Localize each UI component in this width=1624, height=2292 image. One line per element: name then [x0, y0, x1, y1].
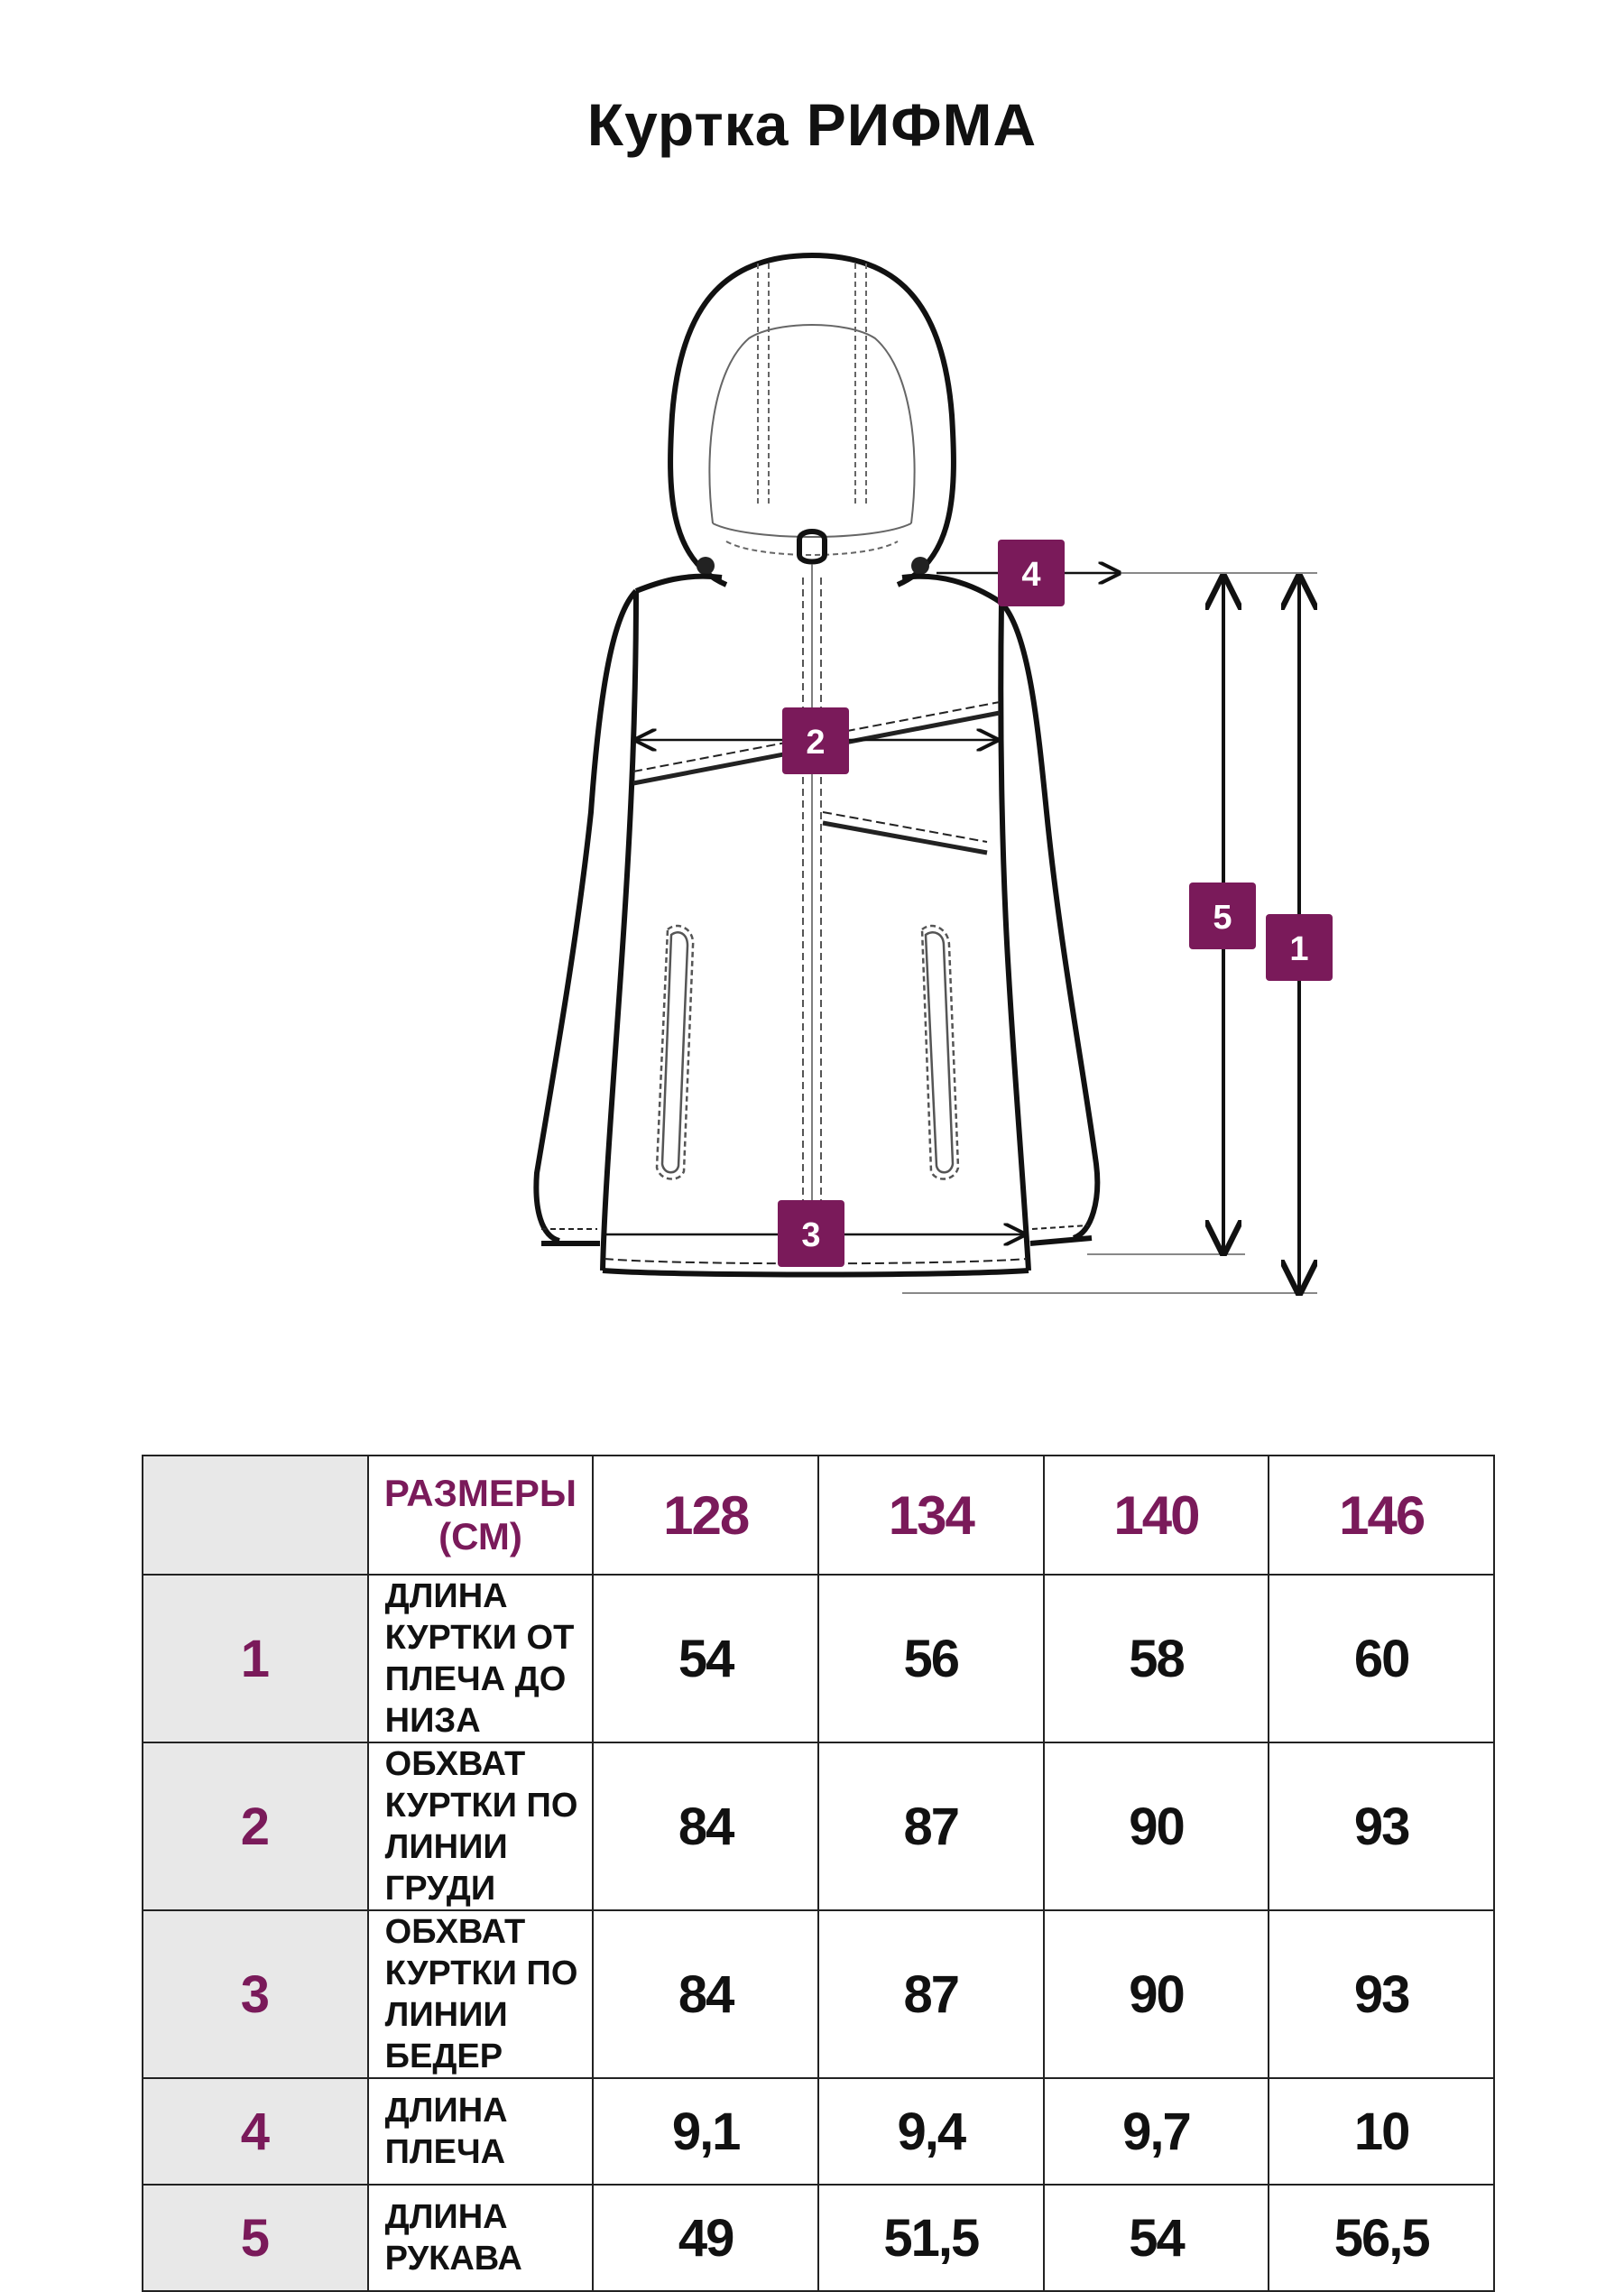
table-row: 4 ДЛИНА ПЛЕЧА 9,1 9,4 9,7 10: [142, 2077, 1495, 2186]
row-label: ОБХВАТ КУРТКИ ПО ЛИНИИ ГРУДИ: [366, 1742, 595, 1911]
row-value: 9,4: [817, 2077, 1045, 2186]
row-number: 4: [142, 2077, 369, 2186]
row-value: 84: [592, 1909, 819, 2079]
row-label: ДЛИНА КУРТКИ ОТ ПЛЕЧА ДО НИЗА: [366, 1574, 595, 1743]
size-table: РАЗМЕРЫ (СМ) 128 134 140 146 1 ДЛИНА КУР…: [142, 1455, 1495, 2292]
row-value: 54: [1042, 2184, 1270, 2292]
row-value: 9,7: [1042, 2077, 1270, 2186]
zipper-line: [802, 564, 822, 1254]
row-value: 49: [592, 2184, 819, 2292]
row-number: 1: [142, 1574, 369, 1743]
size-header: 146: [1268, 1455, 1495, 1576]
row-value: 90: [1042, 1909, 1270, 2079]
table-row: 1 ДЛИНА КУРТКИ ОТ ПЛЕЧА ДО НИЗА 54 56 58…: [142, 1574, 1495, 1743]
row-label: ДЛИНА ПЛЕЧА: [366, 2077, 595, 2186]
table-corner-cell: [142, 1455, 369, 1576]
svg-text:5: 5: [1213, 899, 1232, 937]
row-value: 56: [817, 1574, 1045, 1743]
svg-text:4: 4: [1021, 556, 1040, 594]
svg-text:3: 3: [801, 1216, 820, 1254]
row-value: 87: [817, 1909, 1045, 2079]
badge-2: 2: [782, 707, 849, 774]
row-label: ОБХВАТ КУРТКИ ПО ЛИНИИ БЕДЕР: [366, 1909, 595, 2079]
row-number: 5: [142, 2184, 369, 2292]
table-header-label: РАЗМЕРЫ (СМ): [366, 1455, 595, 1576]
row-value: 56,5: [1268, 2184, 1495, 2292]
row-value: 9,1: [592, 2077, 819, 2186]
svg-text:2: 2: [806, 724, 825, 762]
badge-1: 1: [1266, 914, 1333, 981]
pockets: [655, 924, 960, 1180]
hood-button-left: [697, 557, 715, 575]
row-number: 2: [142, 1742, 369, 1911]
table-header-row: РАЗМЕРЫ (СМ) 128 134 140 146: [142, 1455, 1495, 1576]
row-value: 10: [1268, 2077, 1495, 2186]
row-value: 51,5: [817, 2184, 1045, 2292]
row-label: ДЛИНА РУКАВА: [366, 2184, 595, 2292]
row-value: 54: [592, 1574, 819, 1743]
badge-4: 4: [998, 540, 1065, 606]
row-value: 58: [1042, 1574, 1270, 1743]
badge-5: 5: [1189, 883, 1256, 949]
row-value: 93: [1268, 1909, 1495, 2079]
hood-button-right: [911, 557, 929, 575]
page-title: Куртка РИФМА: [586, 91, 1038, 158]
table-row: 3 ОБХВАТ КУРТКИ ПО ЛИНИИ БЕДЕР 84 87 90 …: [142, 1909, 1495, 2079]
badge-3: 3: [778, 1200, 844, 1267]
row-value: 84: [592, 1742, 819, 1911]
jacket-seams: [541, 701, 1089, 1265]
size-header: 134: [817, 1455, 1045, 1576]
jacket-diagram: 4 2 5 1 3: [533, 252, 1333, 1317]
size-header: 140: [1042, 1455, 1270, 1576]
row-value: 93: [1268, 1742, 1495, 1911]
zipper-pull: [797, 529, 827, 565]
jacket-body-outline: [533, 573, 1101, 1278]
row-value: 60: [1268, 1574, 1495, 1743]
svg-text:1: 1: [1289, 930, 1308, 968]
table-row: 5 ДЛИНА РУКАВА 49 51,5 54 56,5: [142, 2184, 1495, 2292]
size-header: 128: [592, 1455, 819, 1576]
row-value: 87: [817, 1742, 1045, 1911]
hood-inner-lines: [708, 263, 916, 556]
row-value: 90: [1042, 1742, 1270, 1911]
row-number: 3: [142, 1909, 369, 2079]
hood-outline: [668, 252, 956, 587]
table-row: 2 ОБХВАТ КУРТКИ ПО ЛИНИИ ГРУДИ 84 87 90 …: [142, 1742, 1495, 1911]
